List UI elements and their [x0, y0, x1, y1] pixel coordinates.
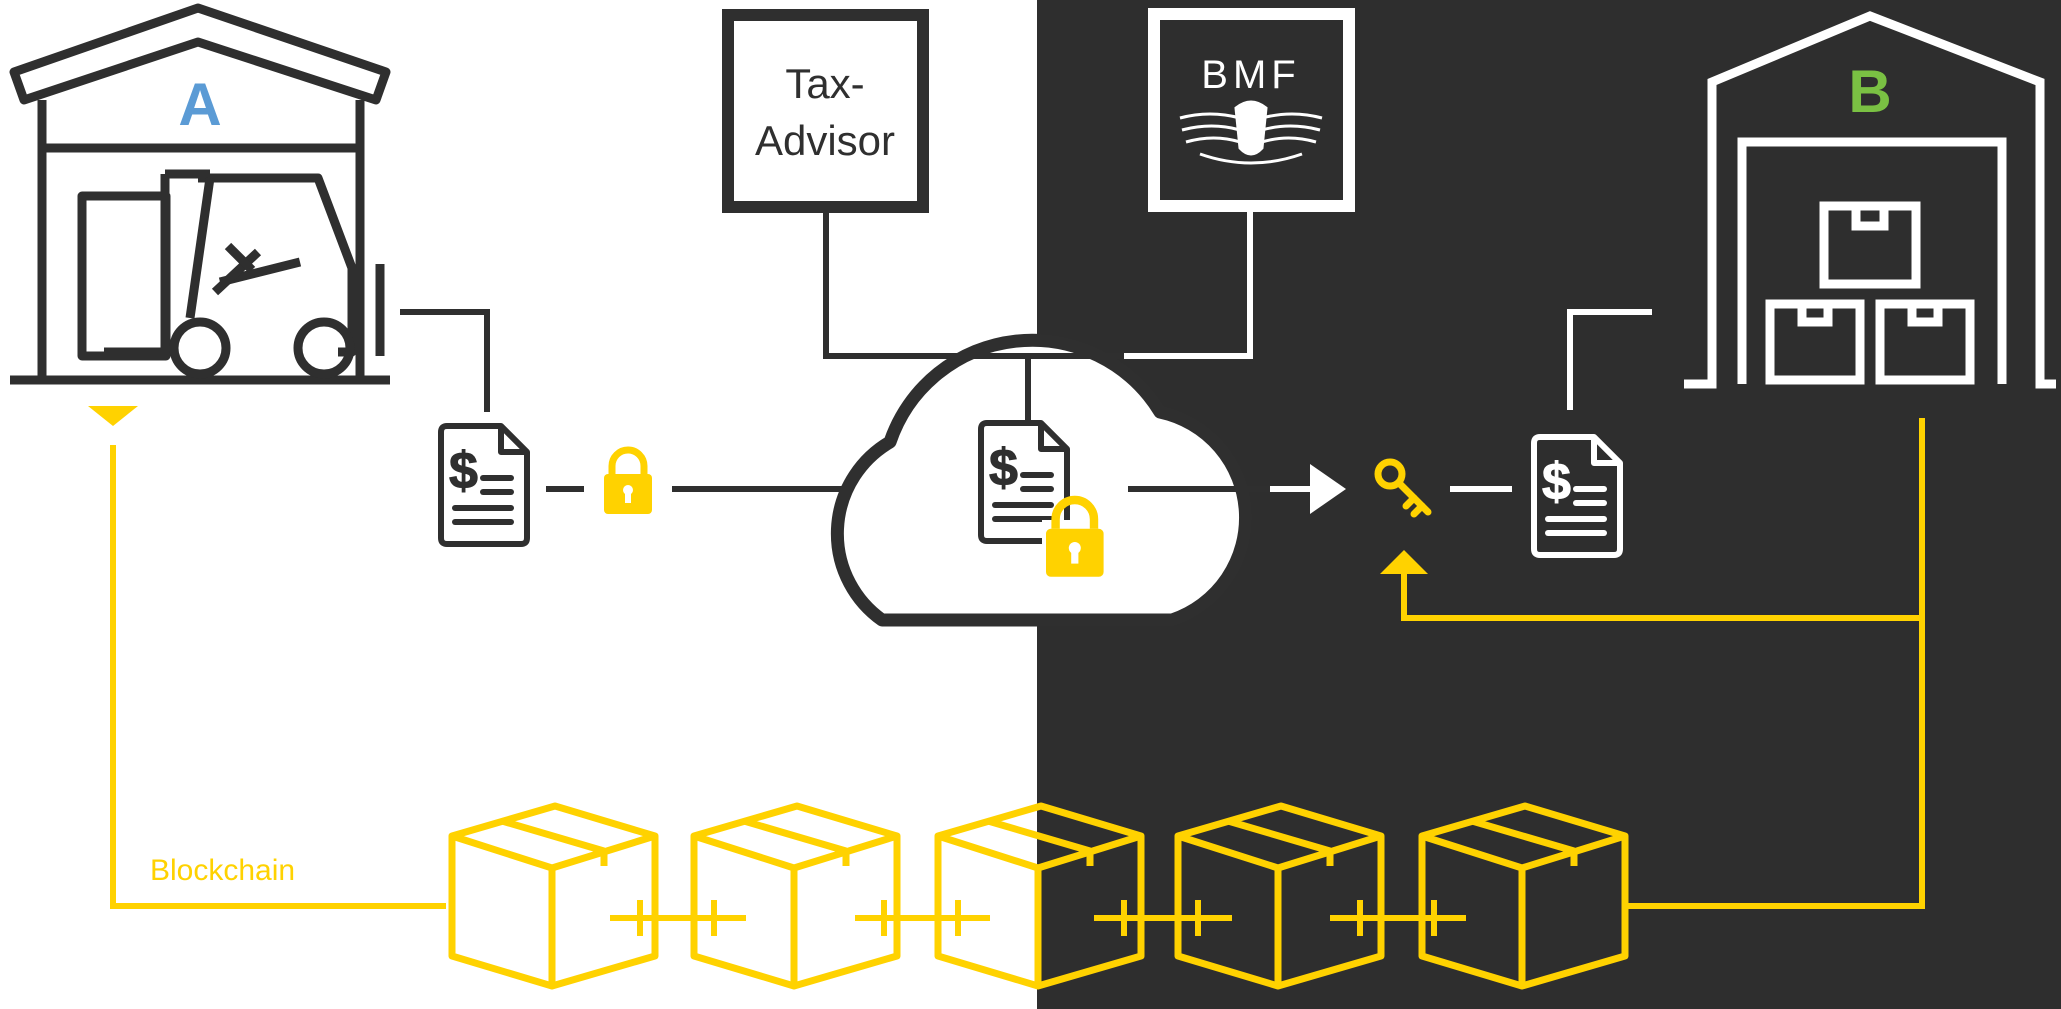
arrow-to-key-head	[1310, 464, 1346, 514]
arrow-up-to-key	[1380, 550, 1428, 574]
connector-invoice-to-b	[1567, 309, 1652, 410]
blockchain-block-icon-1	[452, 806, 655, 986]
arrow-down-to-a	[88, 406, 138, 426]
warehouse-boxes-icon	[1684, 11, 2056, 389]
warehouse-forklift-icon	[9, 3, 391, 385]
cloud-icon	[830, 333, 1253, 627]
connector-tax-advisor-to-cloud	[823, 212, 1120, 359]
key-icon	[1374, 458, 1432, 518]
tax-advisor-label-line1: Tax-	[785, 60, 864, 107]
tax-advisor-box	[722, 9, 929, 213]
blockchain-label: Blockchain	[150, 854, 295, 887]
connector-bmf-to-cloud	[1124, 212, 1253, 359]
austrian-eagle-emblem	[1179, 100, 1323, 165]
padlock-icon-cloud	[1042, 500, 1104, 577]
bmf-label: BMF	[1201, 53, 1300, 97]
blockchain-chain-links	[610, 900, 1466, 936]
invoice-icon-a	[441, 426, 527, 544]
padlock-icon	[604, 450, 652, 514]
tax-advisor-label-line2: Advisor	[755, 117, 895, 164]
blockchain-connectors	[110, 418, 1925, 909]
connector-a-to-invoice	[400, 309, 490, 412]
warehouse-b-label: B	[1848, 58, 1891, 125]
blockchain-block-icon-2	[694, 806, 897, 986]
warehouse-a-label: A	[178, 71, 221, 138]
